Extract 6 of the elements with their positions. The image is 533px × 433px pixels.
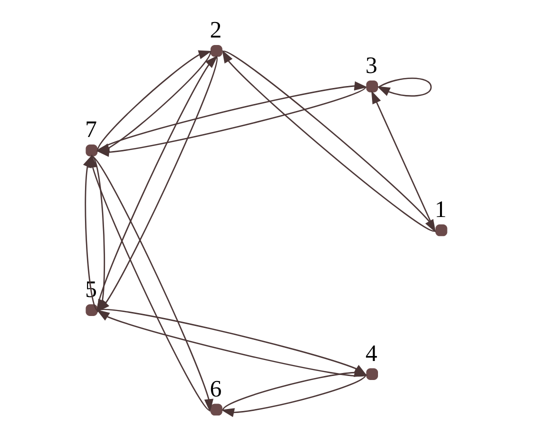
node-label: 3 xyxy=(366,53,378,80)
node-label: 7 xyxy=(85,117,97,144)
node-label: 4 xyxy=(366,340,378,367)
node-label: 1 xyxy=(434,197,447,224)
node-label: 2 xyxy=(210,18,222,44)
node-label: 6 xyxy=(210,376,222,402)
